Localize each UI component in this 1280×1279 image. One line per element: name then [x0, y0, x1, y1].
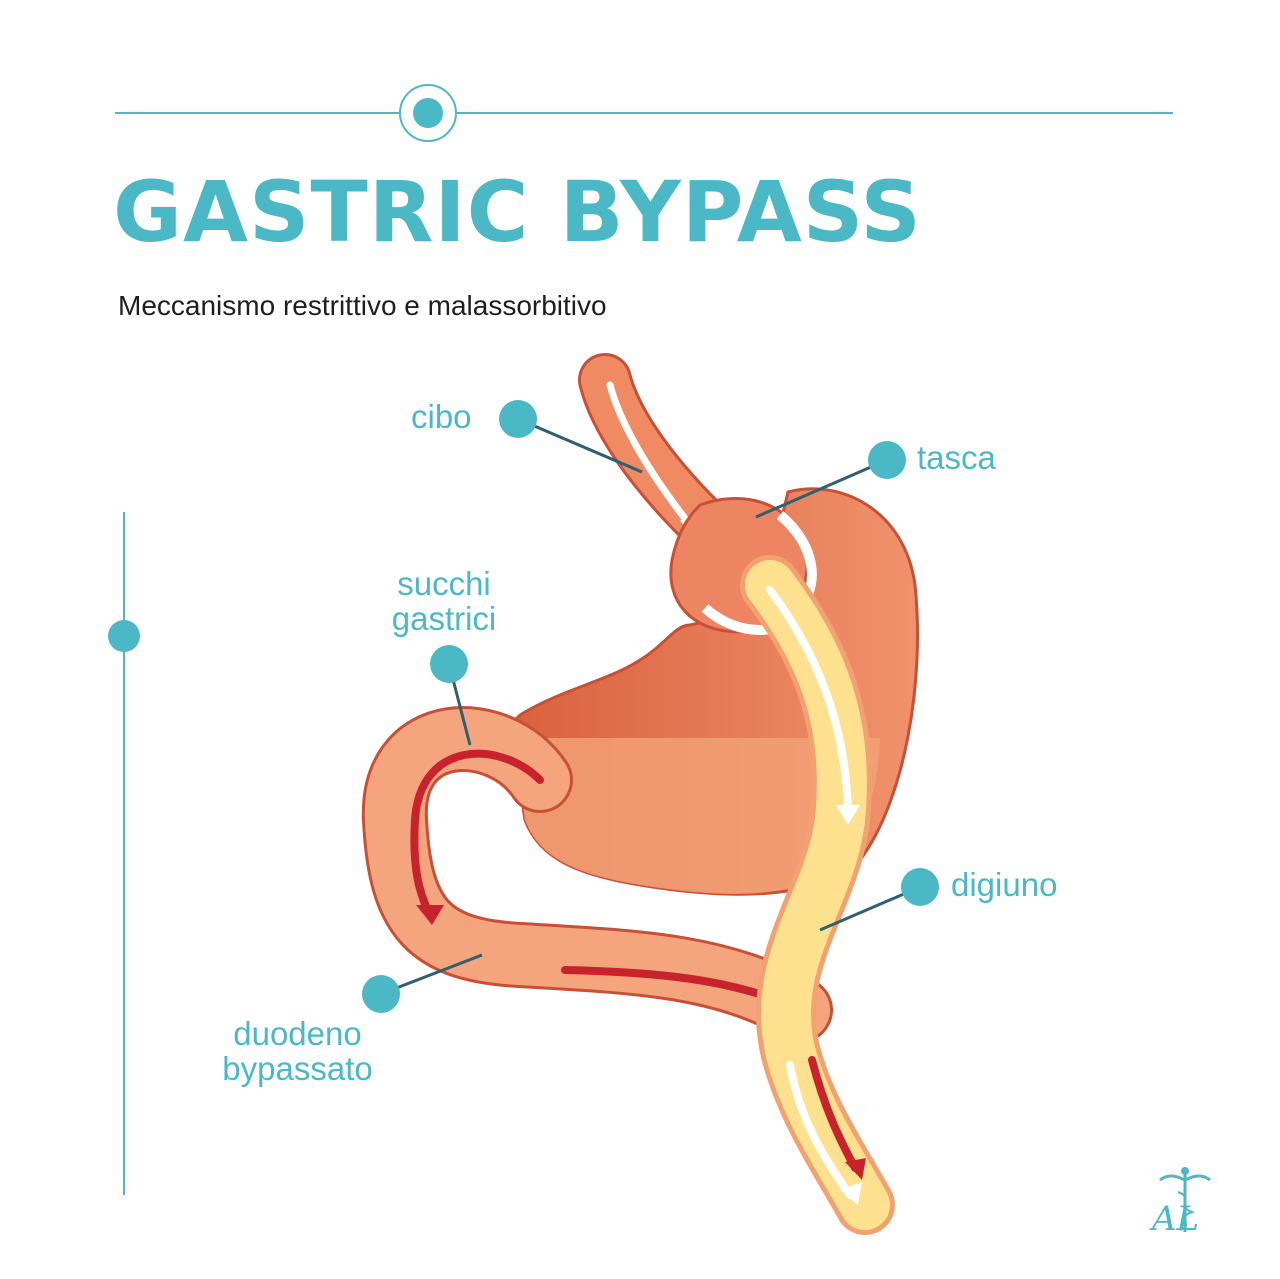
label-cibo: cibo — [411, 398, 472, 435]
callout-succhi-gastrici — [430, 645, 472, 746]
page-title: GASTRIC BYPASS — [113, 163, 922, 261]
esophagus — [578, 353, 727, 547]
callout-cibo — [499, 400, 643, 474]
label-succhi-gastrici: succhi gastrici — [378, 565, 510, 637]
label-succhi-line1: succhi — [397, 565, 491, 602]
left-rule — [108, 512, 140, 1195]
label-duodeno-bypassato: duodeno bypassato — [205, 1015, 390, 1087]
callout-digiuno — [819, 868, 939, 932]
label-tasca: tasca — [917, 439, 996, 476]
logo-letters: AL — [1149, 1199, 1199, 1239]
label-duodeno-line1: duodeno — [233, 1015, 362, 1052]
jejunum — [740, 555, 895, 1235]
label-duodeno-line2: bypassato — [222, 1049, 373, 1087]
page-subtitle: Meccanismo restrittivo e malassorbitivo — [118, 290, 607, 321]
label-digiuno: digiuno — [951, 866, 1058, 903]
caduceus-icon — [1159, 1167, 1211, 1232]
callout-tasca — [755, 441, 906, 519]
label-succhi-line2: gastrici — [391, 599, 497, 637]
callout-duodeno — [362, 953, 483, 1013]
top-rule — [115, 84, 1173, 142]
logo: AL — [1149, 1167, 1211, 1239]
